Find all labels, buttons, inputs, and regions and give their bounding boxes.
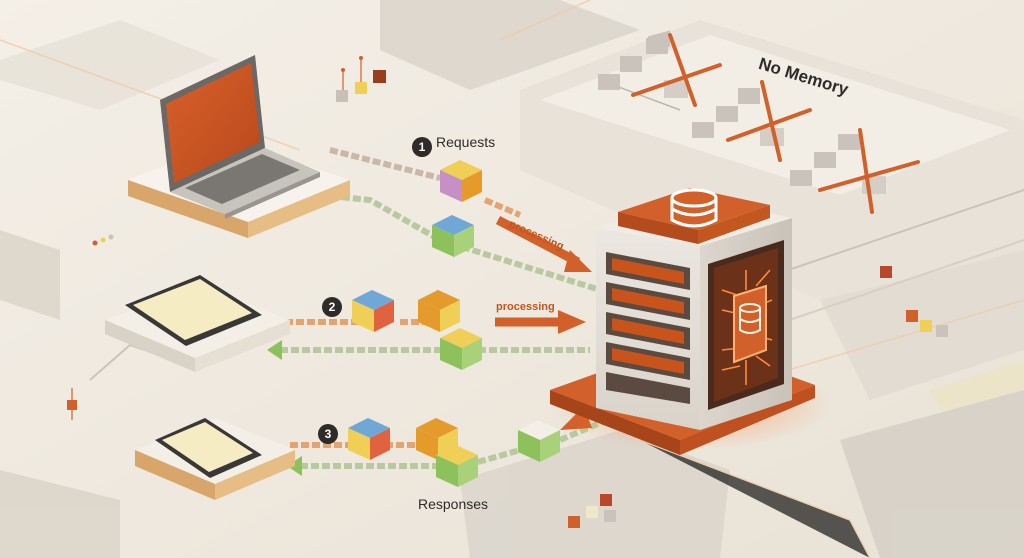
packets-row-1	[432, 160, 482, 257]
processing-label-2: processing	[496, 301, 555, 313]
tablet-icon	[125, 275, 262, 346]
cross-out-icon	[631, 63, 722, 97]
gear-lock-cube-icon	[418, 290, 460, 332]
database-chip-icon	[708, 240, 784, 410]
document-check-cube-icon	[432, 215, 474, 257]
tablet-icon	[155, 418, 262, 478]
arrow-left-icon	[267, 340, 282, 360]
requests-label: Requests	[436, 134, 496, 150]
server-drive-bays	[606, 252, 690, 404]
memory-nodes	[598, 30, 920, 214]
cross-out-icon	[760, 80, 782, 162]
cross-out-icon	[726, 108, 812, 142]
document-check-cube-icon	[440, 328, 482, 370]
cross-out-icon	[858, 128, 874, 214]
question-cube-icon	[348, 418, 390, 460]
step-2-badge: 2	[322, 297, 342, 317]
question-cube-icon	[352, 290, 394, 332]
memory-node-group-1	[598, 30, 722, 111]
tablet-device-small[interactable]	[135, 418, 295, 500]
database-server-icon	[596, 188, 792, 430]
packets-row-3	[348, 418, 560, 487]
decorative-cubes	[67, 56, 948, 528]
step-3-badge: 3	[318, 424, 338, 444]
memory-node-group-2	[692, 80, 812, 162]
chart-cube-icon	[518, 420, 560, 462]
question-cube-icon	[440, 160, 482, 202]
responses-label: Responses	[418, 496, 489, 512]
memory-node-group-3	[790, 128, 920, 214]
document-check-cube-icon	[436, 445, 478, 487]
cross-out-icon	[818, 160, 920, 192]
database-icon	[670, 188, 718, 228]
laptop-device[interactable]	[128, 55, 350, 238]
laptop-icon	[160, 55, 320, 219]
packets-row-2	[352, 290, 482, 370]
step-1-badge: 1	[412, 137, 432, 157]
tablet-device-large[interactable]	[105, 275, 290, 372]
arrow-right-icon	[495, 216, 581, 266]
cross-out-icon	[668, 33, 697, 107]
